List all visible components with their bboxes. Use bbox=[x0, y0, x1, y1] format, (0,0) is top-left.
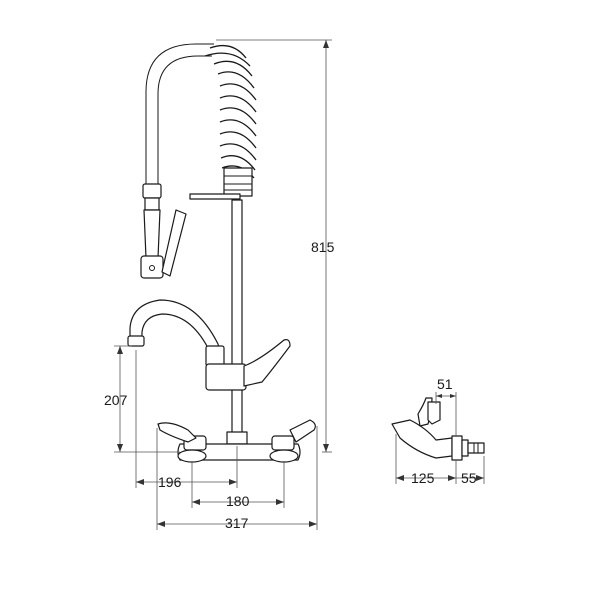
dimension-label-spout-height: 207 bbox=[104, 392, 128, 408]
right-tap bbox=[269, 419, 316, 463]
dimension-label-backplate-depth: 55 bbox=[461, 470, 477, 486]
spray-head bbox=[140, 183, 164, 279]
mixer-lever bbox=[243, 339, 291, 387]
spout-collar bbox=[205, 345, 225, 367]
side-backplate bbox=[451, 435, 463, 461]
left-tap bbox=[157, 422, 207, 463]
front-dimensions: 815 207 196 180 317 bbox=[104, 39, 335, 531]
hose-hanger-arm bbox=[189, 193, 241, 200]
mixer-body bbox=[205, 363, 247, 391]
spray-trigger-lever bbox=[161, 209, 187, 277]
dimension-label-height-total: 815 bbox=[311, 239, 335, 255]
front-view bbox=[127, 43, 316, 463]
side-dimensions: 51 125 55 bbox=[395, 376, 485, 486]
side-view bbox=[391, 397, 485, 461]
spout-outlet bbox=[127, 335, 145, 347]
dimension-label-wall-projection: 125 bbox=[411, 470, 435, 486]
flexible-hose bbox=[145, 43, 214, 188]
spring-coil bbox=[204, 44, 257, 197]
side-tail bbox=[467, 442, 485, 454]
dimension-label-spout-reach: 196 bbox=[158, 474, 182, 490]
dimension-label-overall-width: 317 bbox=[225, 515, 249, 531]
lower-collar bbox=[226, 431, 248, 445]
side-tap-inlet bbox=[427, 401, 441, 425]
riser-column bbox=[231, 199, 243, 439]
dimension-label-centres: 180 bbox=[226, 493, 250, 509]
dimension-label-inlet-depth: 51 bbox=[437, 376, 453, 392]
